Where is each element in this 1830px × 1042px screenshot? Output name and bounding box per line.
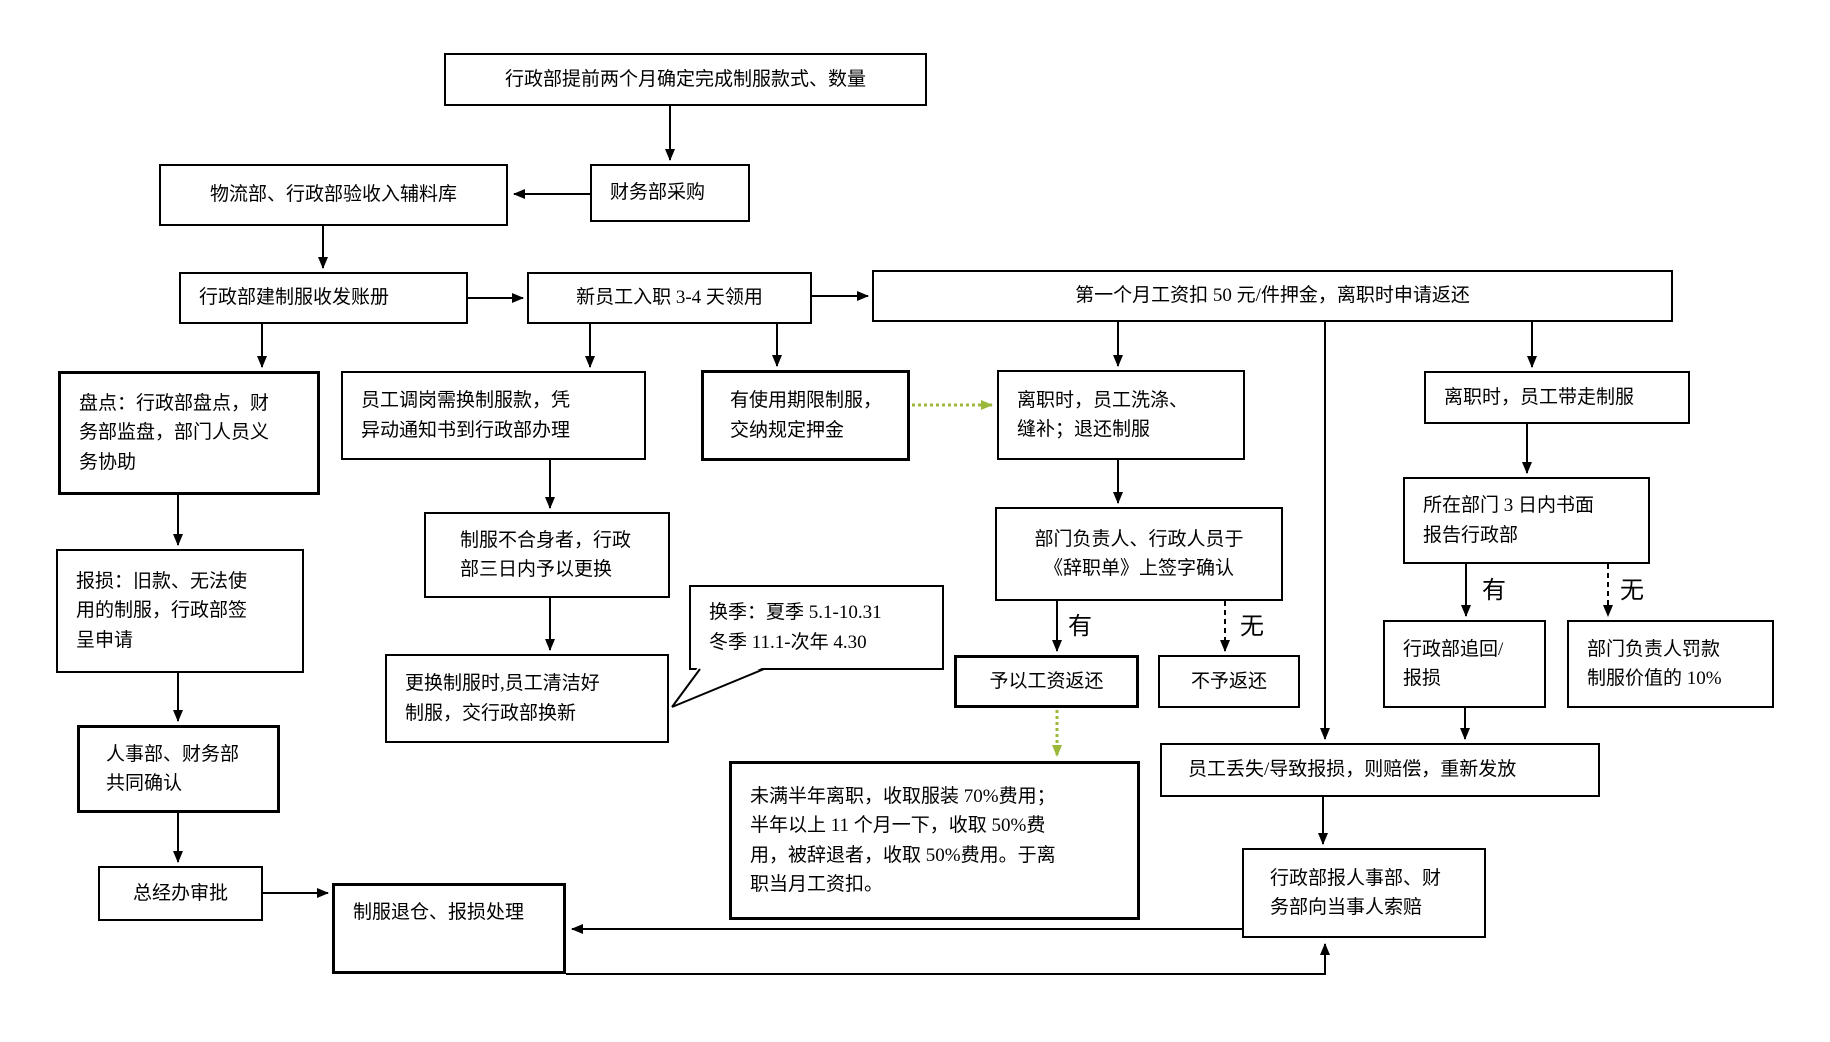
node-confirm-style-quantity: 行政部提前两个月确定完成制服款式、数量: [444, 53, 927, 106]
node-inventory-check: 盘点：行政部盘点，财 务部监盘，部门人员义 务协助: [58, 371, 320, 495]
node-manager-fine-10pct: 部门负责人罚款 制服价值的 10%: [1567, 620, 1774, 708]
callout-tail: [671, 667, 765, 708]
node-sign-resignation-form: 部门负责人、行政人员于 《辞职单》上签字确认: [995, 507, 1283, 601]
node-first-month-deposit: 第一个月工资扣 50 元/件押金，离职时申请返还: [872, 270, 1673, 322]
node-damage-report: 报损：旧款、无法使 用的制服，行政部签 呈申请: [56, 549, 304, 673]
branch-label-has-2: 有: [1482, 578, 1506, 604]
node-dept-report-3days: 所在部门 3 日内书面 报告行政部: [1403, 477, 1650, 564]
node-refund-with-salary: 予以工资返还: [954, 655, 1139, 708]
node-ill-fitting-replace: 制服不合身者，行政 部三日内予以更换: [424, 512, 670, 598]
branch-label-none-1: 无: [1240, 614, 1264, 640]
node-inspect-into-warehouse: 物流部、行政部验收入辅料库: [159, 164, 508, 226]
node-clean-before-exchange: 更换制服时,员工清洁好 制服，交行政部换新: [385, 654, 669, 743]
node-no-refund: 不予返还: [1158, 655, 1300, 708]
node-hr-finance-confirm: 人事部、财务部 共同确认: [77, 725, 280, 813]
node-limited-period-deposit: 有使用期限制服， 交纳规定押金: [701, 370, 910, 461]
node-finance-purchase: 财务部采购: [590, 164, 750, 222]
node-create-ledger: 行政部建制服收发账册: [179, 272, 468, 324]
node-admin-recover: 行政部追回/ 报损: [1383, 620, 1546, 708]
branch-label-none-2: 无: [1620, 578, 1644, 604]
node-uniform-return-disposal: 制服退仓、报损处理: [332, 883, 566, 974]
node-resign-take-uniform: 离职时，员工带走制服: [1424, 371, 1690, 424]
branch-label-has-1: 有: [1068, 614, 1092, 640]
node-claim-from-person: 行政部报人事部、财 务部向当事人索赔: [1242, 848, 1486, 938]
callout-season-change: 换季：夏季 5.1-10.31 冬季 11.1-次年 4.30: [689, 585, 944, 670]
node-new-employee-receive: 新员工入职 3-4 天领用: [527, 272, 812, 324]
node-transfer-change-uniform: 员工调岗需换制服款，凭 异动通知书到行政部办理: [341, 371, 646, 460]
node-resign-wash-return: 离职时，员工洗涤、 缝补；退还制服: [997, 370, 1245, 460]
node-gm-office-approve: 总经办审批: [98, 866, 263, 921]
node-leave-fee-rules: 未满半年离职，收取服装 70%费用； 半年以上 11 个月一下，收取 50%费 …: [729, 761, 1140, 920]
node-lost-compensate-reissue: 员工丢失/导致报损，则赔偿，重新发放: [1160, 743, 1600, 797]
